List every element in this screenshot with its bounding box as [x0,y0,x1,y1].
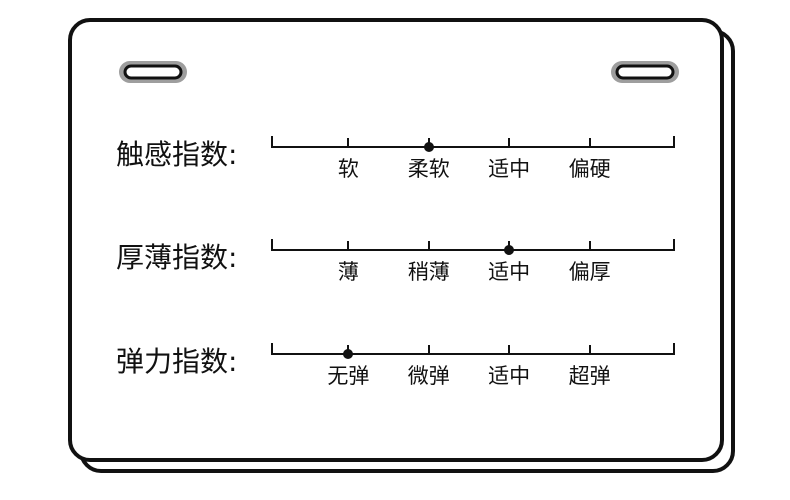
elasticity-index-label: 弹力指数: [116,345,238,378]
scale-tick [588,241,591,251]
scale-tick [508,345,511,355]
scale-option: 稍薄 [407,260,450,284]
touch-index-label: 触感指数: [116,138,238,171]
scale-line [272,353,674,355]
scale-tick [588,345,591,355]
scale-tick [427,345,430,355]
scale-tick [271,136,273,148]
scale-tick [271,343,273,355]
scale-tick [347,241,350,251]
scale-option: 适中 [488,260,531,284]
scale-tick [271,239,273,251]
scale-tick [673,136,675,148]
scale-tick [673,239,675,251]
scale-option: 软 [337,157,359,181]
scale-option: 超弹 [568,364,611,388]
scale-tick [588,138,591,148]
scale-line [272,146,674,148]
thickness-index-scale: 薄 稍薄 适中 偏厚 [271,239,675,301]
thickness-index-label: 厚薄指数: [116,241,238,274]
binder-ring-left-icon [119,61,187,83]
scale-tick [347,138,350,148]
elasticity-index-scale: 无弹 微弹 适中 超弹 [271,343,675,405]
scale-tick [427,241,430,251]
rating-card [68,18,724,462]
scale-option: 微弹 [407,364,450,388]
scale-option: 适中 [488,364,531,388]
selection-marker [504,245,515,255]
selection-marker [423,142,434,152]
scale-option: 无弹 [327,364,370,388]
scale-option: 适中 [488,157,531,181]
scale-line [272,249,674,251]
scale-option: 薄 [337,260,359,284]
touch-index-scale: 软 柔软 适中 偏硬 [271,136,675,198]
selection-marker [343,349,354,359]
scale-tick [508,138,511,148]
scale-option: 柔软 [407,157,450,181]
scale-tick [673,343,675,355]
scale-option: 偏厚 [568,260,611,284]
scale-option: 偏硬 [568,157,611,181]
binder-ring-right-icon [611,61,679,83]
